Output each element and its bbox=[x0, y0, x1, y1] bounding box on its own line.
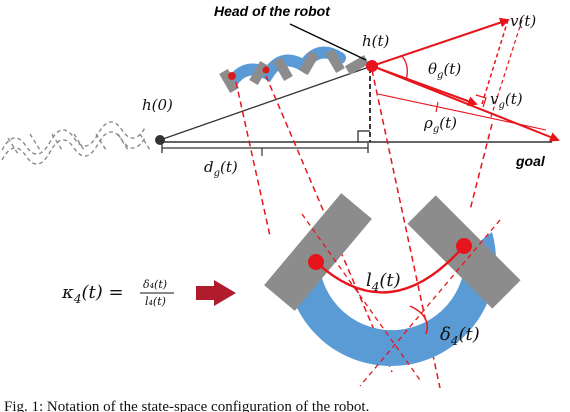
equation-denominator: l₄(t) bbox=[145, 295, 166, 308]
dg-label: dg(t) bbox=[204, 158, 238, 179]
theta-arc bbox=[401, 55, 408, 81]
h0-to-ht-line bbox=[159, 65, 373, 141]
v-tip-dashed-down bbox=[489, 19, 523, 121]
module-dashed-right bbox=[359, 219, 501, 387]
velocity-vector bbox=[371, 17, 510, 67]
vg-projection-dashed bbox=[481, 19, 509, 105]
head-leader-line bbox=[289, 23, 367, 61]
head-of-robot-label: Head of the robot bbox=[214, 3, 331, 19]
implication-arrow bbox=[196, 280, 236, 306]
robot-body bbox=[219, 46, 370, 94]
delta-arc bbox=[409, 305, 428, 335]
vg-label: vg(t) bbox=[490, 90, 523, 111]
ht-label: h(t) bbox=[362, 32, 390, 50]
rho-tick bbox=[435, 101, 439, 113]
zoom-line-right2 bbox=[469, 123, 493, 211]
origin-point bbox=[155, 135, 165, 145]
l4-label: l4(t) bbox=[366, 270, 401, 294]
equation-numerator: δ₄(t) bbox=[143, 278, 167, 291]
rho-label: ρg(t) bbox=[423, 114, 457, 135]
vg-component-vector bbox=[371, 65, 478, 106]
h0-label: h(0) bbox=[142, 96, 173, 114]
robot-state-diagram: Head of the robot h(t) h(0) v(t) goal θg… bbox=[1, 3, 560, 389]
delta4-label: δ4(t) bbox=[440, 324, 480, 348]
past-trajectory-ghost bbox=[1, 121, 151, 165]
rho-dimension-line bbox=[377, 93, 547, 131]
zoomed-module bbox=[264, 193, 521, 367]
v-label: v(t) bbox=[510, 12, 536, 30]
theta-label: θg(t) bbox=[428, 60, 461, 81]
equation-lhs: κ4(t) = bbox=[61, 282, 124, 306]
goal-label: goal bbox=[515, 153, 546, 169]
vg-right-angle bbox=[475, 94, 487, 108]
right-angle-marker bbox=[357, 130, 370, 142]
zoom-line-left bbox=[235, 81, 271, 237]
figure-caption: Fig. 1: Notation of the state-space conf… bbox=[4, 399, 370, 412]
module-dashed-left bbox=[301, 213, 421, 381]
